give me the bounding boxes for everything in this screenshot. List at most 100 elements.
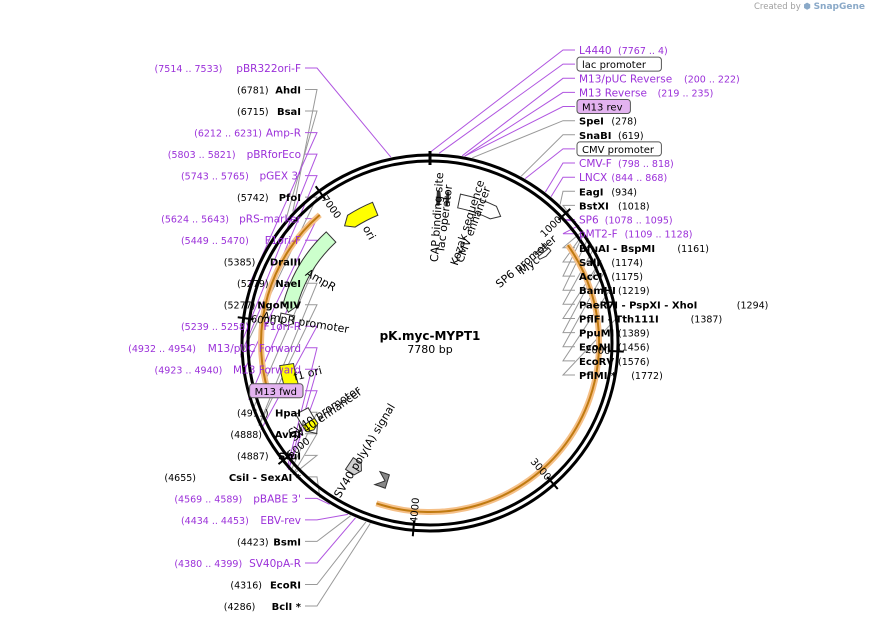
- site-bfuai-bspmi[interactable]: BfuAI - BspMI(1161): [579, 244, 709, 255]
- site-spei[interactable]: SpeI(278): [579, 117, 637, 128]
- site-m13-puc-reverse[interactable]: M13/pUC Reverse(200 .. 222): [579, 73, 740, 85]
- leader-line: [287, 368, 318, 470]
- site-prs-marker[interactable]: pRS-marker(5624 .. 5643): [161, 214, 302, 226]
- site-name: NaeI: [275, 279, 301, 290]
- site-ecorv[interactable]: EcoRV(1576): [579, 357, 650, 368]
- site-ahdi[interactable]: AhdI(6781): [237, 86, 301, 97]
- credit-brand: SnapGene: [813, 2, 865, 12]
- orf-arcs: [258, 212, 603, 516]
- site-avrii[interactable]: AvrII(4888): [230, 430, 301, 441]
- leader-line: [559, 190, 575, 205]
- site-econi[interactable]: EcoNI (1456): [579, 343, 650, 354]
- leader-line: [305, 513, 348, 521]
- site-paer7i-pspxi-xhoi[interactable]: PaeR7I - PspXI - XhoI(1294): [579, 300, 768, 311]
- site-sp6[interactable]: SP6(1078 .. 1095): [579, 215, 673, 227]
- site-ebv-rev[interactable]: EBV-rev(4434 .. 4453): [181, 515, 301, 527]
- site-cmv-f[interactable]: CMV-F(798 .. 818): [579, 158, 674, 170]
- feature-shape: [278, 312, 296, 327]
- site-position: (934): [611, 187, 637, 198]
- site-m13-puc-forward[interactable]: M13/pUC Forward(4932 .. 4954): [128, 343, 301, 355]
- site-ngomiv[interactable]: NgoMIV(5277): [224, 301, 301, 312]
- site-bcli[interactable]: BclI *(4286): [224, 602, 302, 613]
- site-m13-rev[interactable]: M13 rev: [576, 99, 631, 115]
- feature-ori[interactable]: ori: [343, 201, 379, 242]
- leader-line: [286, 347, 318, 469]
- site-ecori[interactable]: EcoRI (4316): [230, 580, 301, 591]
- site-pmt2-f[interactable]: pMT2-F(1109 .. 1128): [579, 229, 692, 241]
- feature-shape: [344, 457, 362, 476]
- site-position: (4887): [237, 451, 269, 462]
- site-name: F1ori-R: [264, 321, 301, 333]
- site-pgex-3[interactable]: pGEX 3'(5743 .. 5765): [181, 171, 301, 183]
- site-cmv-promoter[interactable]: CMV promoter: [576, 141, 662, 157]
- site-stui[interactable]: StuI(4887): [237, 451, 301, 462]
- site-name: EcoNI: [579, 343, 611, 354]
- site-pbr322ori-f[interactable]: pBR322ori-F(7514 .. 7533): [155, 63, 301, 75]
- feature-sv40-poly-a-signal[interactable]: SV40 poly(A) signal: [331, 401, 397, 500]
- site-eagi[interactable]: EagI(934): [579, 187, 637, 198]
- tick-mark: [237, 316, 254, 321]
- site-bsmi[interactable]: BsmI(4423): [237, 537, 301, 548]
- site-position: (4316): [230, 580, 262, 591]
- feature-cap-binding-site[interactable]: CAP binding site: [428, 172, 446, 263]
- leader-line: [524, 148, 575, 179]
- site-position: (4911): [237, 408, 269, 419]
- site-ppumi[interactable]: PpuMI(1389): [579, 329, 650, 340]
- site-position: (1018): [618, 201, 650, 212]
- site-pfoi[interactable]: PfoI(5742): [237, 193, 301, 204]
- leader-line: [292, 89, 318, 212]
- site-name: AvrII: [275, 430, 301, 441]
- site-pflfi-tth111i[interactable]: PflFI - Tth111I(1387): [579, 314, 722, 325]
- site-m13-fwd[interactable]: M13 fwd: [249, 383, 304, 399]
- site-position: (5624 .. 5643): [161, 215, 229, 226]
- leader-line: [287, 390, 318, 470]
- site-pbabe-3[interactable]: pBABE 3'(4569 .. 4589): [174, 493, 301, 505]
- site-naei[interactable]: NaeI(5279): [237, 279, 301, 290]
- site-snabi[interactable]: SnaBI(619): [579, 131, 644, 142]
- leader-line: [239, 153, 318, 347]
- site-l4440[interactable]: L4440(7767 .. 4): [579, 45, 668, 57]
- site-position: (5385): [224, 258, 256, 269]
- site-position: (6212 .. 6231): [194, 129, 262, 140]
- site-position: (6715): [237, 107, 269, 118]
- site-position: (6781): [237, 86, 269, 97]
- site-position: (5277): [224, 301, 256, 312]
- site-hpai[interactable]: HpaI(4911): [237, 408, 301, 419]
- leader-line: [472, 120, 575, 159]
- tick-mark: [546, 476, 559, 490]
- tick-mark: [411, 520, 416, 537]
- site-lac-promoter[interactable]: lac promoter: [576, 56, 662, 72]
- site-lncx[interactable]: LNCX(844 .. 868): [579, 172, 667, 184]
- site-bstxi[interactable]: BstXI(1018): [579, 201, 650, 212]
- site-draiii[interactable]: DraIII(5385): [224, 258, 301, 269]
- site-m13-reverse[interactable]: M13 Reverse(219 .. 235): [579, 87, 713, 99]
- site-sali[interactable]: SalI(1174): [579, 258, 643, 269]
- site-f1ori-f[interactable]: F1ori-F(5449 .. 5470): [181, 235, 301, 247]
- leader-line: [305, 515, 352, 542]
- site-position: (4569 .. 4589): [174, 494, 242, 505]
- site-pflmi[interactable]: PflMI *(1772): [579, 371, 663, 382]
- leader-line: [464, 91, 575, 157]
- site-f1ori-r[interactable]: F1ori-R(5239 .. 5258): [181, 321, 301, 333]
- site-csii-sexai[interactable]: CsiI - SexAI *(4655): [164, 473, 301, 484]
- site-name: EcoRI: [270, 580, 301, 591]
- site-m13-forward[interactable]: M13 Forward(4923 .. 4940): [155, 364, 301, 376]
- site-name: BsaI: [277, 107, 301, 118]
- site-amp-r[interactable]: Amp-R(6212 .. 6231): [194, 128, 301, 140]
- site-name: pBR322ori-F: [236, 63, 301, 75]
- site-sv40pa-r[interactable]: SV40pA-R(4380 .. 4399): [174, 558, 301, 570]
- site-position: (1174): [611, 258, 643, 269]
- site-bsai[interactable]: BsaI (6715): [237, 107, 301, 118]
- site-position: (1456): [618, 343, 650, 354]
- feature-label: SV40 poly(A) signal: [331, 401, 397, 500]
- feature-label: CAP binding site: [428, 172, 446, 263]
- site-pbrforeco[interactable]: pBRforEco(5803 .. 5821): [168, 149, 301, 161]
- feature-shape: [445, 191, 450, 207]
- site-position: (1576): [618, 357, 650, 368]
- tick-label: 4000: [409, 497, 422, 523]
- site-acci[interactable]: AccI(1175): [579, 272, 643, 283]
- leader-line: [305, 476, 321, 498]
- site-bamhi[interactable]: BamHI(1219): [579, 286, 650, 297]
- feature-shape: [282, 231, 337, 313]
